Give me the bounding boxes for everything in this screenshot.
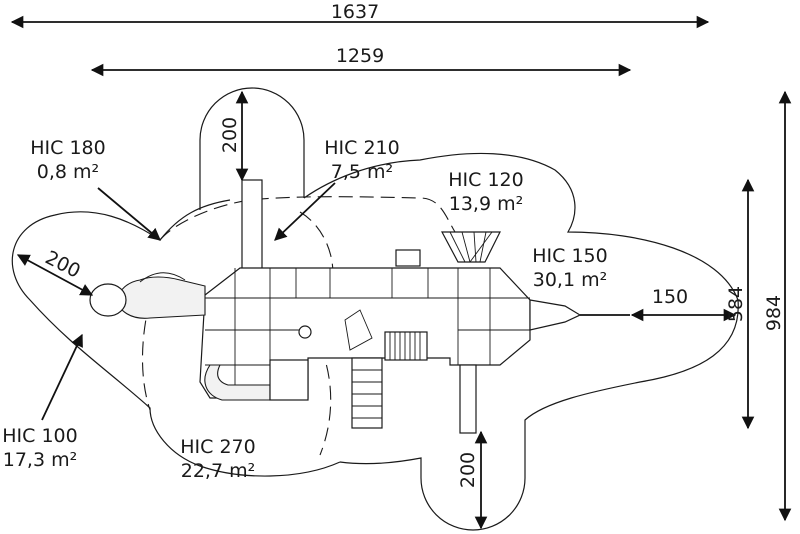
tube-slide-hood — [139, 272, 186, 283]
tube-slide-exit — [89, 283, 127, 317]
hic150-area: 30,1 m² — [533, 269, 607, 291]
hic210-area: 7,5 m² — [331, 161, 393, 183]
dim-inner-length: 1259 — [336, 45, 384, 67]
zone-right-lobe — [303, 152, 739, 531]
hic100-area: 17,3 m² — [3, 449, 77, 471]
hic100-name: HIC 100 — [2, 425, 77, 447]
slide-right — [459, 364, 477, 434]
dim-total-width: 984 — [763, 295, 785, 331]
ladder — [351, 357, 383, 429]
hic270-area: 22,7 m² — [181, 460, 255, 482]
dim-top-clearance: 200 — [219, 117, 241, 153]
zone-top-lobe — [199, 87, 305, 210]
dashed-outline-bottom — [319, 344, 332, 456]
climbing-board — [395, 249, 421, 267]
label-leaders — [41, 182, 336, 421]
dashed-outline-right — [299, 211, 334, 291]
leader-hic210 — [274, 182, 336, 241]
staircase — [384, 331, 428, 361]
dim-left-clearance: 200 — [42, 247, 84, 283]
hic180-name: HIC 180 — [30, 137, 105, 159]
leader-hic100 — [41, 333, 83, 421]
tube-slide-left — [117, 276, 206, 319]
hic120-name: HIC 120 — [448, 169, 523, 191]
hic180-area: 0,8 m² — [37, 161, 99, 183]
dim-right-clearance: 150 — [652, 286, 688, 308]
lower-platform — [269, 359, 309, 401]
dim-inner-width: 584 — [725, 286, 747, 322]
dimension-lines — [10, 15, 792, 530]
hic150-name: HIC 150 — [532, 245, 607, 267]
dashed-outline-main — [159, 196, 456, 241]
ship-prow — [529, 299, 582, 331]
hic120-area: 13,9 m² — [449, 193, 523, 215]
deck-detail — [344, 309, 373, 351]
zone-labels: HIC 180 0,8 m² HIC 210 7,5 m² HIC 120 13… — [2, 137, 607, 482]
dim-bottom-clearance: 200 — [457, 452, 479, 488]
dimension-texts: 1637 1259 984 584 200 200 200 150 — [42, 1, 785, 488]
hic210-name: HIC 210 — [324, 137, 399, 159]
steering-wheel — [298, 325, 312, 339]
dim-total-length: 1637 — [331, 1, 379, 23]
play-structure — [89, 179, 630, 434]
top-pole — [241, 179, 263, 271]
hic270-name: HIC 270 — [180, 436, 255, 458]
leader-hic180 — [97, 187, 161, 241]
climbing-net — [441, 231, 501, 263]
dim-line-left-clearance — [16, 254, 94, 296]
